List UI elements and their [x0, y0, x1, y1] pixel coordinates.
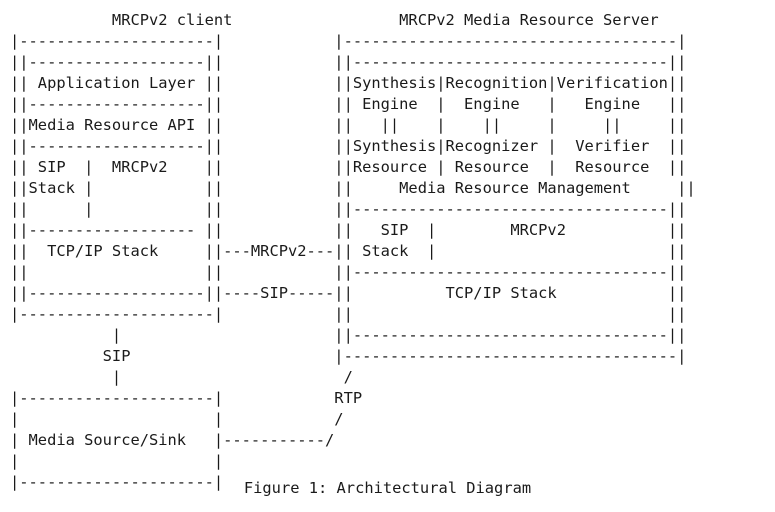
architecture-ascii-diagram: MRCPv2 client MRCPv2 Media Resource Serv…	[10, 11, 696, 491]
figure-caption: Figure 1: Architectural Diagram	[243, 479, 532, 497]
